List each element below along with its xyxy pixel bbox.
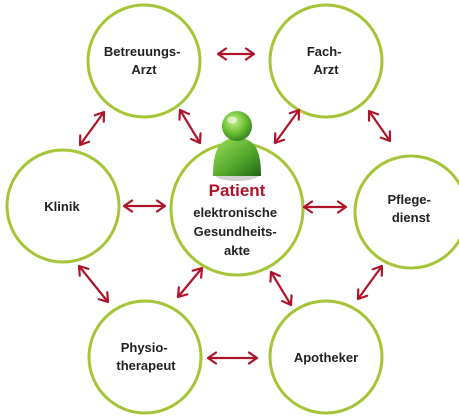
arrow-klinik-betreuungsarzt — [78, 110, 106, 147]
node-betreuungsarzt-circle — [86, 3, 202, 119]
person-icon — [213, 111, 261, 181]
node-apotheker-label: Apotheker — [294, 350, 358, 365]
arrow-betreuungsarzt-facharzt — [216, 47, 256, 61]
arrow-facharzt-pflegedienst — [367, 109, 392, 143]
center-line-3: akte — [224, 243, 250, 258]
arrow-center-facharzt — [273, 108, 301, 145]
center-patient-subtitle: elektronische Gesundheits- akte — [193, 205, 280, 258]
node-facharzt-circle — [268, 3, 384, 119]
node-physiotherapeut-label: Physio- therapeut — [116, 340, 176, 373]
node-klinik-circle — [5, 148, 121, 264]
node-circles — [5, 3, 459, 415]
node-klinik-label: Klinik — [44, 199, 80, 214]
node-betreuungsarzt-line-2: Arzt — [131, 62, 157, 77]
node-pflegedienst-label: Pflege- dienst — [388, 192, 435, 225]
arrow-center-physiotherapeut — [176, 266, 204, 299]
arrow-center-betreuungsarzt — [178, 108, 202, 145]
node-physiotherapeut-circle — [87, 299, 203, 415]
center-line-2: Gesundheits- — [194, 224, 277, 239]
node-apotheker-circle — [268, 299, 384, 415]
node-facharzt-line-2: Arzt — [313, 62, 339, 77]
connection-arrows — [77, 47, 392, 365]
node-betreuungsarzt-line-1: Betreuungs- — [104, 44, 181, 59]
node-pflegedienst-line-2: dienst — [392, 210, 431, 225]
node-physiotherapeut-line-1: Physio- — [121, 340, 168, 355]
node-apotheker-line-1: Apotheker — [294, 350, 358, 365]
arrow-center-klinik — [122, 199, 167, 213]
center-patient-title: Patient — [209, 181, 266, 200]
arrow-pflegedienst-apotheker — [356, 264, 384, 301]
node-pflegedienst-line-1: Pflege- — [388, 192, 431, 207]
arrow-center-pflegedienst — [302, 200, 348, 214]
center-line-1: elektronische — [193, 205, 277, 220]
node-physiotherapeut-line-2: therapeut — [116, 358, 176, 373]
node-pflegedienst-circle — [353, 154, 459, 270]
arrow-center-apotheker — [269, 270, 293, 307]
node-facharzt-label: Fach- Arzt — [307, 44, 345, 77]
arrow-apotheker-physiotherapeut — [206, 351, 259, 365]
node-betreuungsarzt-label: Betreuungs- Arzt — [104, 44, 184, 77]
node-facharzt-line-1: Fach- — [307, 44, 342, 59]
arrow-physiotherapeut-klinik — [77, 264, 110, 304]
node-klinik-line-1: Klinik — [44, 199, 80, 214]
